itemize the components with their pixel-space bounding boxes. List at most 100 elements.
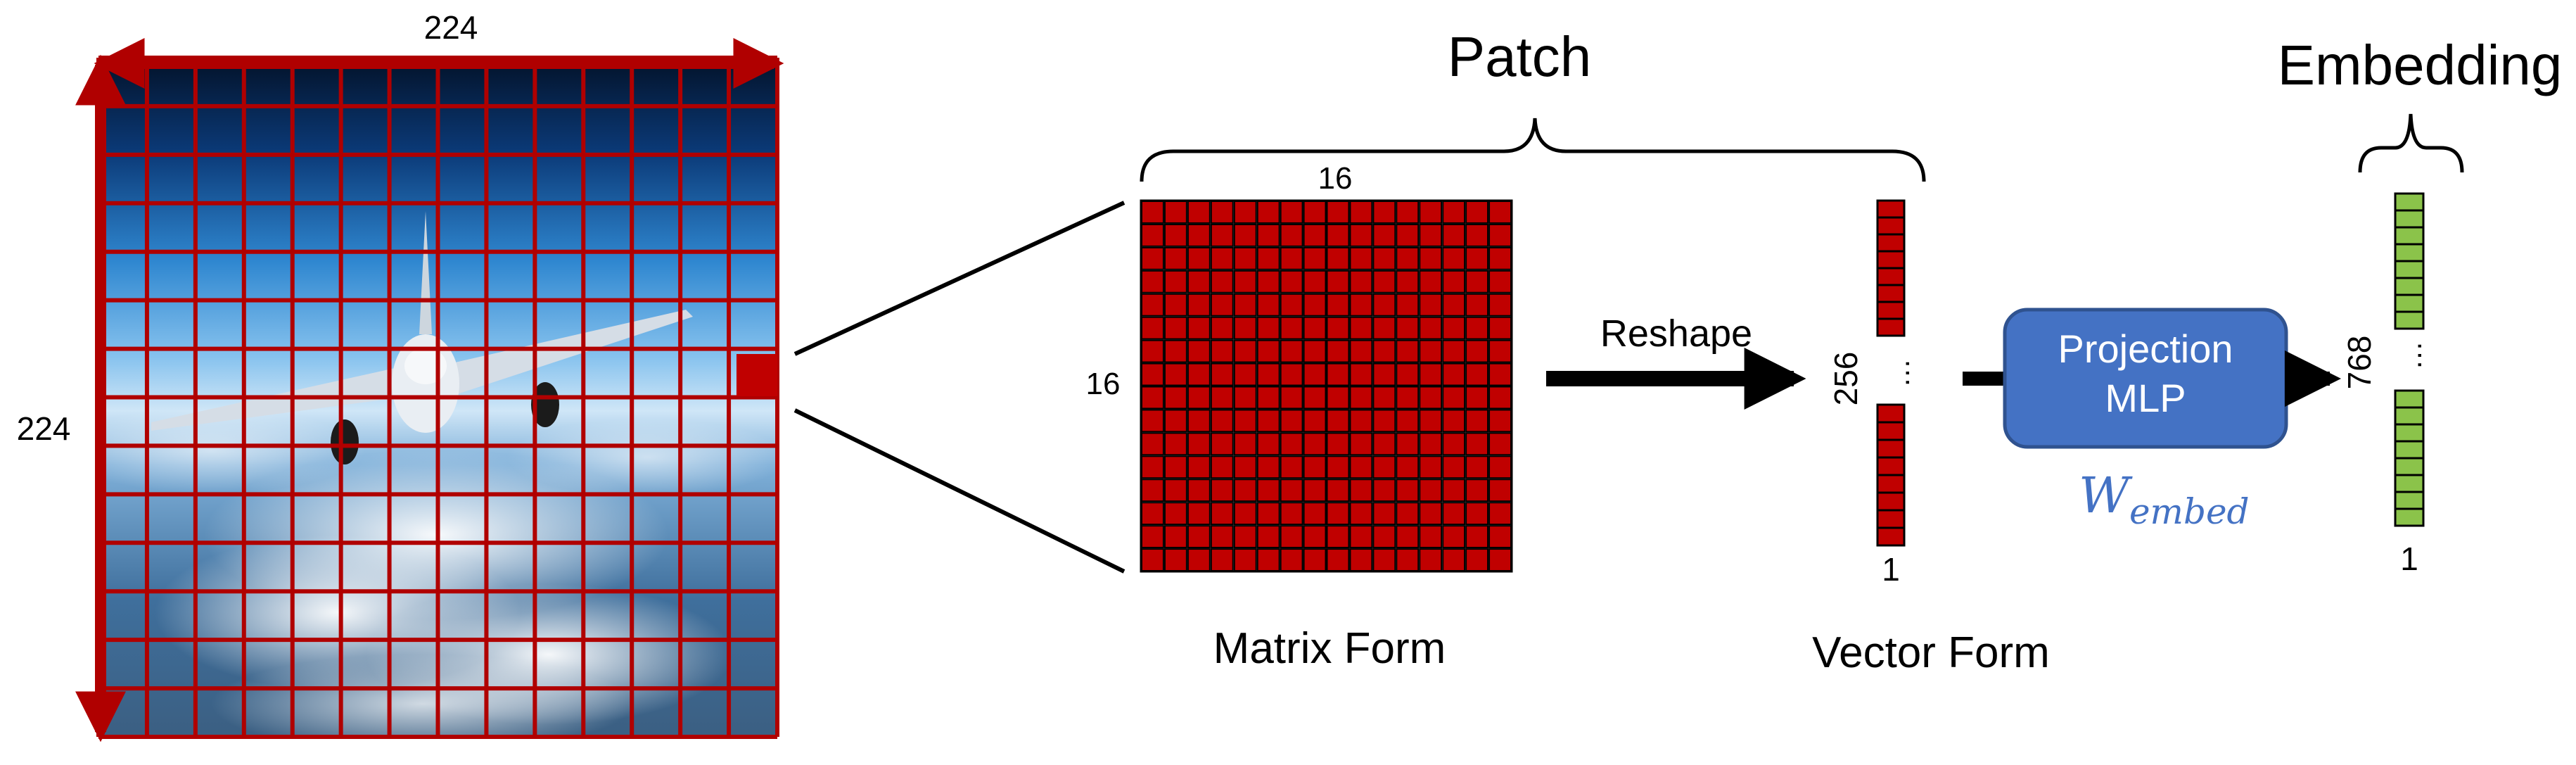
embedding-ellipsis: … xyxy=(2395,341,2428,370)
zoom-line-bottom xyxy=(793,408,1126,574)
patch-matrix-cell xyxy=(1303,409,1327,433)
patch-matrix-cell xyxy=(1442,525,1466,549)
patch-matrix-cell xyxy=(1210,246,1234,270)
patch-matrix-cell xyxy=(1488,409,1512,433)
patch-matrix-cell xyxy=(1256,386,1280,410)
patch-matrix-cell xyxy=(1326,479,1350,502)
embedding-weight-label: Wembed xyxy=(2079,467,2250,532)
patch-vector-cell xyxy=(1876,199,1906,219)
patch-matrix-cell xyxy=(1256,362,1280,386)
patch-matrix-cell xyxy=(1187,502,1211,526)
patch-matrix-cell xyxy=(1280,455,1303,479)
embedding-cell xyxy=(2394,260,2425,279)
embedding-cell xyxy=(2394,243,2425,263)
patch-matrix-cell xyxy=(1141,246,1164,270)
patch-matrix-cell xyxy=(1233,386,1257,410)
patch-matrix-cell xyxy=(1233,270,1257,293)
patch-matrix-cell xyxy=(1419,432,1443,456)
vector-length-label: 256 xyxy=(1828,352,1864,406)
patch-matrix-cell xyxy=(1396,432,1420,456)
patch-matrix-cell xyxy=(1396,293,1420,317)
patch-vector-cell xyxy=(1876,474,1906,494)
input-image xyxy=(56,56,788,753)
patch-matrix-cell xyxy=(1488,432,1512,456)
patch-matrix-cell xyxy=(1163,455,1187,479)
patch-matrix-cell xyxy=(1419,409,1443,433)
patch-matrix-cell xyxy=(1187,316,1211,340)
patch-matrix-cell xyxy=(1141,362,1164,386)
patch-matrix-cell xyxy=(1210,525,1234,549)
patch-matrix-cell xyxy=(1326,409,1350,433)
patch-matrix-cell xyxy=(1187,386,1211,410)
patch-matrix-cell xyxy=(1396,502,1420,526)
patch-vector-cell xyxy=(1876,509,1906,529)
patch-matrix-cell xyxy=(1372,223,1396,247)
patch-matrix-cell xyxy=(1326,386,1350,410)
patch-matrix-cell xyxy=(1256,502,1280,526)
patch-matrix-cell xyxy=(1163,409,1187,433)
patch-matrix-cell xyxy=(1210,293,1234,317)
patch-matrix-cell xyxy=(1396,246,1420,270)
patch-matrix-cell xyxy=(1141,223,1164,247)
patch-matrix-cell xyxy=(1187,548,1211,571)
patch-matrix-cell xyxy=(1163,525,1187,549)
patch-matrix-cell xyxy=(1280,502,1303,526)
zoom-line-top xyxy=(793,201,1126,356)
patch-matrix-cell xyxy=(1256,455,1280,479)
patch-vector-cell xyxy=(1876,233,1906,253)
patch-matrix-cell xyxy=(1256,293,1280,317)
patch-matrix-cell xyxy=(1396,223,1420,247)
patch-matrix-cell xyxy=(1256,409,1280,433)
patch-matrix-cell xyxy=(1163,316,1187,340)
patch-matrix-cell xyxy=(1326,316,1350,340)
embedding-brace xyxy=(2358,113,2464,173)
embedding-top-cells xyxy=(2394,192,2425,330)
patch-matrix-cell xyxy=(1372,316,1396,340)
patch-matrix-cell xyxy=(1465,293,1489,317)
vector-form-caption: Vector Form xyxy=(1812,628,2050,677)
patch-matrix-cell xyxy=(1488,316,1512,340)
patch-matrix-cell xyxy=(1233,502,1257,526)
patch-matrix-cell xyxy=(1349,316,1373,340)
patch-matrix-cell xyxy=(1163,362,1187,386)
patch-matrix-cell xyxy=(1233,246,1257,270)
embedding-cell xyxy=(2394,293,2425,313)
patch-matrix-cell xyxy=(1396,386,1420,410)
patch-matrix-cell xyxy=(1326,201,1350,224)
patch-matrix-cell xyxy=(1141,548,1164,571)
patch-matrix-cell xyxy=(1163,479,1187,502)
patch-matrix-cell xyxy=(1141,293,1164,317)
patch-matrix-cell xyxy=(1442,502,1466,526)
patch-matrix-cell xyxy=(1256,201,1280,224)
patch-vector-cell xyxy=(1876,526,1906,547)
patch-matrix-cell xyxy=(1349,409,1373,433)
patch-title: Patch xyxy=(1448,25,1592,88)
patch-matrix-cell xyxy=(1280,339,1303,363)
patch-matrix-cell xyxy=(1419,293,1443,317)
embedding-index-label: 1 xyxy=(2400,540,2418,577)
embedding-length-label: 768 xyxy=(2341,336,2378,390)
embedding-cell xyxy=(2394,406,2425,426)
projection-label-line1: Projection xyxy=(2058,327,2233,371)
patch-matrix-cell xyxy=(1488,339,1512,363)
patch-matrix-cell xyxy=(1187,293,1211,317)
patch-matrix-cell xyxy=(1488,502,1512,526)
patch-matrix-cell xyxy=(1280,270,1303,293)
patch-matrix-cell xyxy=(1187,479,1211,502)
patch-matrix-cell xyxy=(1141,479,1164,502)
patch-matrix-cell xyxy=(1210,316,1234,340)
patch-matrix-cell xyxy=(1280,479,1303,502)
patch-matrix-cell xyxy=(1465,479,1489,502)
patch-matrix-cell xyxy=(1326,270,1350,293)
patch-matrix-cell xyxy=(1141,201,1164,224)
patch-matrix-cell xyxy=(1396,270,1420,293)
patch-matrix-cell xyxy=(1372,409,1396,433)
vector-index-label: 1 xyxy=(1882,551,1900,588)
patch-matrix-cell xyxy=(1372,201,1396,224)
patch-matrix-cell xyxy=(1372,270,1396,293)
patch-matrix-cell xyxy=(1210,201,1234,224)
embedding-cell xyxy=(2394,423,2425,443)
embedding-title: Embedding xyxy=(2278,34,2563,96)
patch-matrix-cell xyxy=(1163,432,1187,456)
